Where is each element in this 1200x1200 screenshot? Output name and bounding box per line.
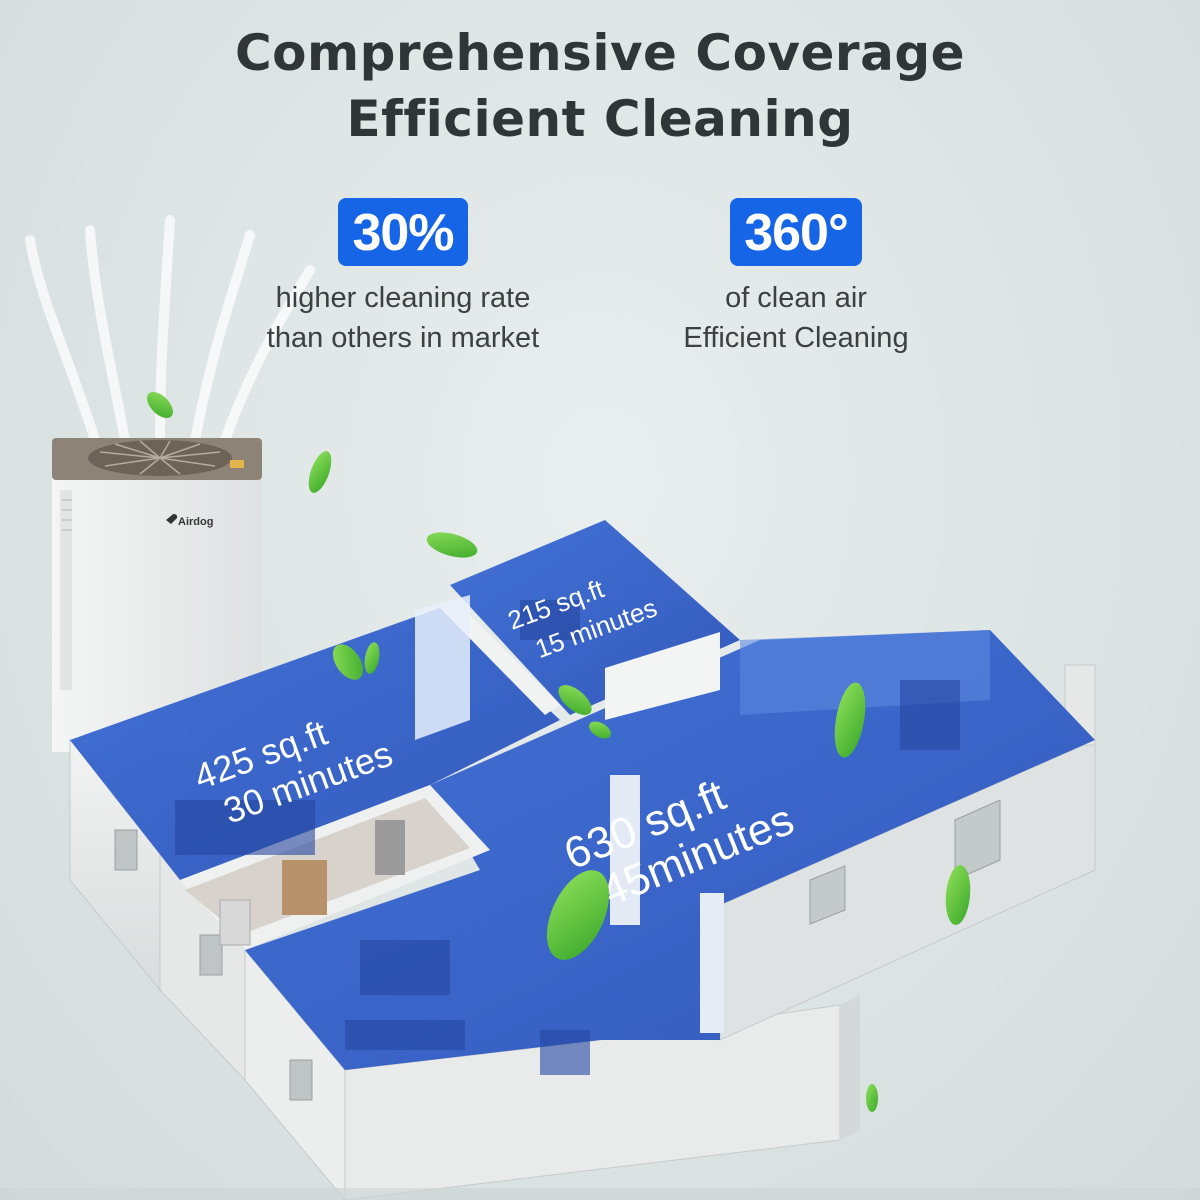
leaf-decorations (147, 392, 971, 1112)
stat-caption-line: than others in market (266, 322, 540, 354)
purifier-brand: Airdog (178, 516, 213, 528)
stat-caption-line: higher cleaning rate (275, 282, 531, 314)
headline: Comprehensive Coverage Efficient Cleanin… (0, 20, 1200, 152)
stat-badge: 30% (338, 198, 468, 266)
room-main-floor (245, 630, 1095, 1070)
headline-line-2: Efficient Cleaning (346, 90, 854, 148)
stat-clean-air: 360° of clean air Efficient Cleaning (596, 198, 996, 358)
air-purifier: Airdog (52, 438, 262, 752)
furniture (175, 600, 960, 1075)
stat-caption-line: of clean air (725, 282, 867, 314)
interior-walls (180, 595, 990, 1033)
headline-line-1: Comprehensive Coverage (234, 24, 966, 82)
brand-heart-icon (166, 514, 178, 524)
stat-caption-line: Efficient Cleaning (683, 322, 909, 354)
stat-cleaning-rate: 30% higher cleaning rate than others in … (203, 198, 603, 358)
stat-badge: 360° (730, 198, 862, 266)
